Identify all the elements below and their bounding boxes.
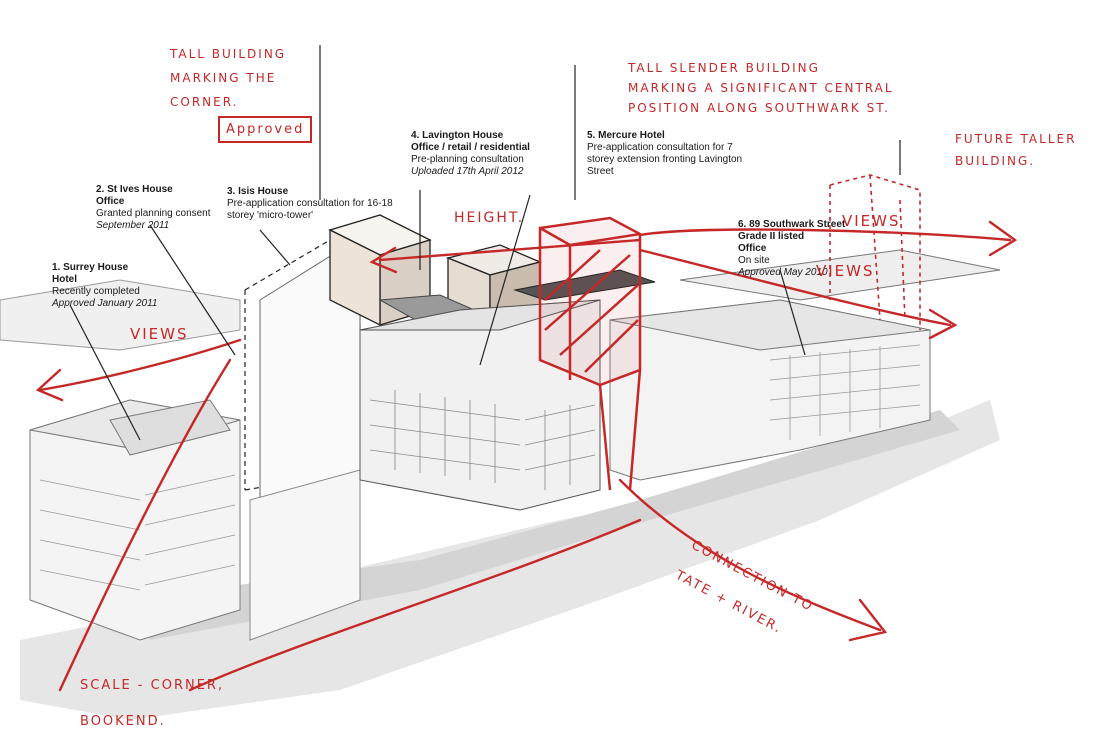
mercure-windows	[369, 390, 596, 490]
st-ives-base	[249, 469, 361, 641]
tall-slender-building-sketch	[538, 216, 642, 491]
stives-name: 2. St Ives House	[96, 184, 173, 195]
surrey-name: 1. Surrey House	[52, 262, 129, 273]
approved-stamp: Approved	[218, 116, 313, 143]
note-tall-slender: Tall slender building marking a signific…	[628, 58, 894, 118]
surrey-house-building	[29, 399, 241, 641]
annotation-arrows	[35, 220, 1018, 692]
note-tall-corner-3: corner.	[170, 95, 239, 109]
note-scale-1: Scale - corner,	[80, 678, 225, 693]
surrey-date: Approved January 2011	[52, 298, 158, 309]
label-mercure-hotel: 5. Mercure Hotel Pre-application consult…	[587, 130, 742, 178]
mercure-name: 5. Mercure Hotel	[587, 130, 665, 141]
note-height: Height.	[454, 210, 525, 226]
isis-line2: storey 'micro-tower'	[227, 210, 314, 221]
future-taller-building-sketch	[829, 174, 921, 330]
surrey-house-windows	[39, 474, 236, 591]
label-southwark-street: 6. 89 Southwark Street Grade II listed O…	[738, 219, 845, 279]
label-st-ives-house: 2. St Ives House Office Granted planning…	[96, 184, 211, 232]
note-scale: Scale - corner, bookend.	[80, 668, 224, 740]
surrey-status: Recently completed	[52, 286, 140, 297]
note-scale-2: bookend.	[80, 714, 166, 729]
southwark-street-building	[769, 344, 921, 440]
label-surrey-house: 1. Surrey House Hotel Recently completed…	[52, 262, 157, 310]
mercure-line2: storey extension fronting Lavington	[587, 154, 743, 165]
note-future-taller-1: Future taller	[955, 132, 1077, 146]
southwark-status: On site	[738, 255, 770, 266]
stives-date: September 2011	[96, 220, 170, 231]
label-isis-house: 3. Isis House Pre-application consultati…	[227, 186, 393, 222]
stives-status: Granted planning consent	[96, 208, 211, 219]
note-tall-slender-3: position along Southwark St.	[628, 101, 890, 115]
note-future-taller-2: building.	[955, 154, 1036, 168]
note-future-taller: Future taller building.	[955, 128, 1076, 172]
mercure-line1: Pre-application consultation for 7	[587, 142, 733, 153]
left-low-building	[0, 279, 241, 351]
southwark-name: 6. 89 Southwark Street	[738, 219, 846, 230]
note-views-mid: Views	[816, 262, 875, 280]
note-tall-corner-1: Tall building	[170, 47, 287, 61]
note-tall-slender-1: Tall slender building	[628, 61, 820, 75]
note-tall-slender-2: marking a significant central	[628, 81, 894, 95]
southwark-date: Approved May 2010	[738, 267, 828, 278]
note-views-left: Views	[130, 325, 189, 343]
lavington-name: 4. Lavington House	[411, 130, 504, 141]
isis-line1: Pre-application consultation for 16-18	[227, 198, 393, 209]
isis-name: 3. Isis House	[227, 186, 289, 197]
label-lavington-house: 4. Lavington House Office / retail / res…	[411, 130, 530, 178]
note-views-top: Views	[842, 212, 901, 230]
note-tall-corner-2: marking the	[170, 71, 277, 85]
surrey-use: Hotel	[52, 274, 77, 285]
lavington-status: Pre-planning consultation	[411, 154, 524, 165]
lavington-use: Office / retail / residential	[411, 142, 530, 153]
southwark-grade: Grade II listed	[738, 231, 805, 242]
mercure-line3: Street	[587, 166, 614, 177]
note-tall-corner: Tall building marking the corner.	[170, 42, 286, 114]
southwark-use: Office	[738, 243, 767, 254]
lavington-date: Uploaded 17th April 2012	[411, 166, 524, 177]
mercure-extension-roof	[513, 269, 656, 301]
right-buildings	[609, 249, 1001, 481]
stives-use: Office	[96, 196, 125, 207]
label-leaders	[69, 45, 901, 441]
